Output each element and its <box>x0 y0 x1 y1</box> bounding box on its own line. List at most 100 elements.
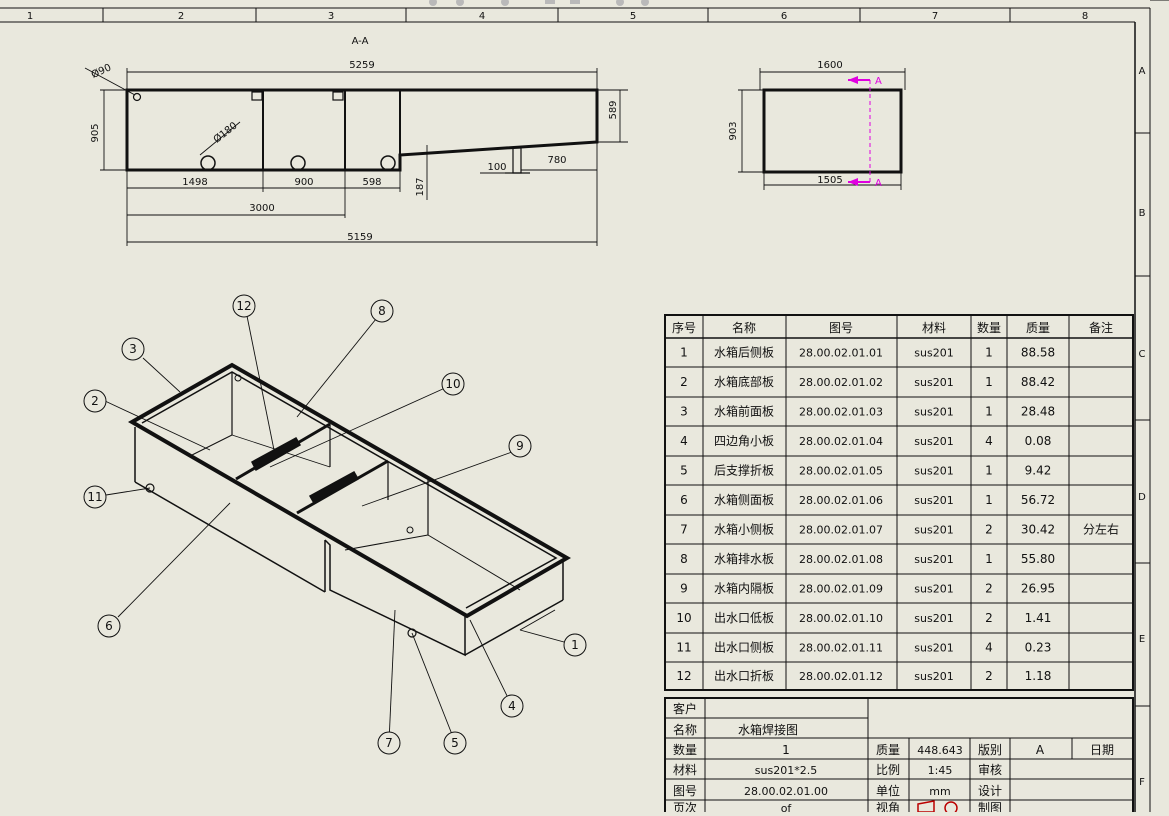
display-icon[interactable] <box>570 0 580 4</box>
ruler-label-6: 6 <box>781 11 787 22</box>
dim-3000: 3000 <box>249 203 274 214</box>
bom-cell-drawing: 28.00.02.01.12 <box>799 670 883 683</box>
dim-corner-dia: Ø90 <box>89 61 113 81</box>
dim-top-width: 1600 <box>817 60 842 71</box>
dim-780: 780 <box>547 155 566 166</box>
bom-header-index: 序号 <box>672 320 696 335</box>
part-balloons[interactable]: 1 2 3 4 5 6 7 8 9 10 11 12 <box>83 294 587 755</box>
dim-top-height: 903 <box>728 121 739 140</box>
bom-cell-mass: 30.42 <box>1021 523 1055 537</box>
rotate-icon[interactable] <box>456 0 464 6</box>
cut-line: A A <box>848 76 882 189</box>
tb-material-label: 材料 <box>673 763 697 777</box>
tb-scale-label: 比例 <box>876 763 900 777</box>
bom-cell-drawing: 28.00.02.01.11 <box>799 642 883 655</box>
tb-mass-label: 质量 <box>876 743 900 757</box>
bom-cell-name: 水箱小侧板 <box>714 522 774 537</box>
bom-cell-mass: 55.80 <box>1021 552 1055 566</box>
section-icon[interactable] <box>545 0 555 4</box>
bom-cell-qty: 2 <box>985 523 993 537</box>
balloon-1[interactable]: 1 <box>563 633 587 657</box>
bom-cell-mass: 0.23 <box>1025 641 1052 655</box>
bom-cell-drawing: 28.00.02.01.03 <box>799 406 883 419</box>
pan-icon[interactable] <box>501 0 509 6</box>
bom-cell-name: 水箱侧面板 <box>714 492 774 507</box>
dim-900: 900 <box>294 177 313 188</box>
bom-cell-qty: 2 <box>985 669 993 683</box>
bom-header-row: 序号 名称 图号 材料 数量 质量 备注 <box>672 320 1113 335</box>
tb-name-value: 水箱焊接图 <box>738 722 798 737</box>
zoom-icon[interactable] <box>429 0 437 6</box>
tb-qty-label: 数量 <box>673 742 697 757</box>
ruler-label-C: C <box>1139 349 1146 360</box>
bom-cell-material: sus201 <box>914 583 953 596</box>
bom-cell-material: sus201 <box>914 494 953 507</box>
bom-cell-index: 5 <box>680 464 688 478</box>
bom-cell-drawing: 28.00.02.01.05 <box>799 465 883 478</box>
balloon-7[interactable]: 7 <box>377 731 401 755</box>
bom-header-drawing: 图号 <box>829 321 853 335</box>
svg-text:6: 6 <box>105 619 113 633</box>
appearance-icon[interactable] <box>641 0 649 6</box>
balloon-6[interactable]: 6 <box>97 614 121 638</box>
bom-cell-material: sus201 <box>914 435 953 448</box>
bom-cell-index: 10 <box>676 611 691 625</box>
balloon-10[interactable]: 10 <box>441 372 465 396</box>
title-block[interactable]: 客户 名称 水箱焊接图 数量 1 质量 448.643 版别 A 日期 材料 s… <box>664 697 1134 816</box>
ruler-label-B: B <box>1139 208 1146 219</box>
balloon-9[interactable]: 9 <box>508 434 532 458</box>
top-view[interactable]: A A 1600 1505 903 <box>728 60 906 190</box>
section-view-aa[interactable]: A-A <box>84 36 628 246</box>
svg-text:3: 3 <box>129 342 137 356</box>
balloon-4[interactable]: 4 <box>500 694 524 718</box>
tb-mass-value: 448.643 <box>917 744 963 757</box>
ruler-label-4: 4 <box>479 11 485 22</box>
tb-version-label: 版别 <box>978 743 1002 757</box>
bom-cell-mass: 56.72 <box>1021 493 1055 507</box>
bom-cell-name: 出水口侧板 <box>714 641 774 655</box>
balloon-12[interactable]: 12 <box>232 294 256 318</box>
right-ruler-labels: A B C D E F <box>1138 66 1146 788</box>
balloon-11[interactable]: 11 <box>83 485 107 509</box>
ruler-label-7: 7 <box>932 11 938 22</box>
tb-material-value: sus201*2.5 <box>755 764 817 777</box>
balloon-3[interactable]: 3 <box>121 337 145 361</box>
hide-icon[interactable] <box>616 0 624 6</box>
svg-text:12: 12 <box>236 299 251 313</box>
isometric-view[interactable] <box>104 315 576 743</box>
bom-header-name: 名称 <box>732 320 756 335</box>
ruler-label-5: 5 <box>630 11 636 22</box>
dim-1498: 1498 <box>182 177 207 188</box>
balloon-5[interactable]: 5 <box>443 731 467 755</box>
bom-cell-drawing: 28.00.02.01.10 <box>799 612 883 625</box>
balloon-2[interactable]: 2 <box>83 389 107 413</box>
tb-design-label: 设计 <box>978 784 1002 798</box>
bom-cell-index: 9 <box>680 582 688 596</box>
bom-cell-name: 水箱排水板 <box>714 551 774 566</box>
bom-cell-material: sus201 <box>914 376 953 389</box>
bom-header-qty: 数量 <box>977 320 1001 335</box>
bom-cell-index: 3 <box>680 405 688 419</box>
bom-cell-index: 2 <box>680 375 688 389</box>
bom-cell-qty: 1 <box>985 375 993 389</box>
svg-text:4: 4 <box>508 699 516 713</box>
svg-text:11: 11 <box>87 490 102 504</box>
bom-cell-qty: 1 <box>985 346 993 360</box>
view-toolbar[interactable] <box>429 0 649 6</box>
bom-cell-drawing: 28.00.02.01.01 <box>799 347 883 360</box>
bom-cell-mass: 26.95 <box>1021 582 1055 596</box>
balloon-8[interactable]: 8 <box>370 299 394 323</box>
